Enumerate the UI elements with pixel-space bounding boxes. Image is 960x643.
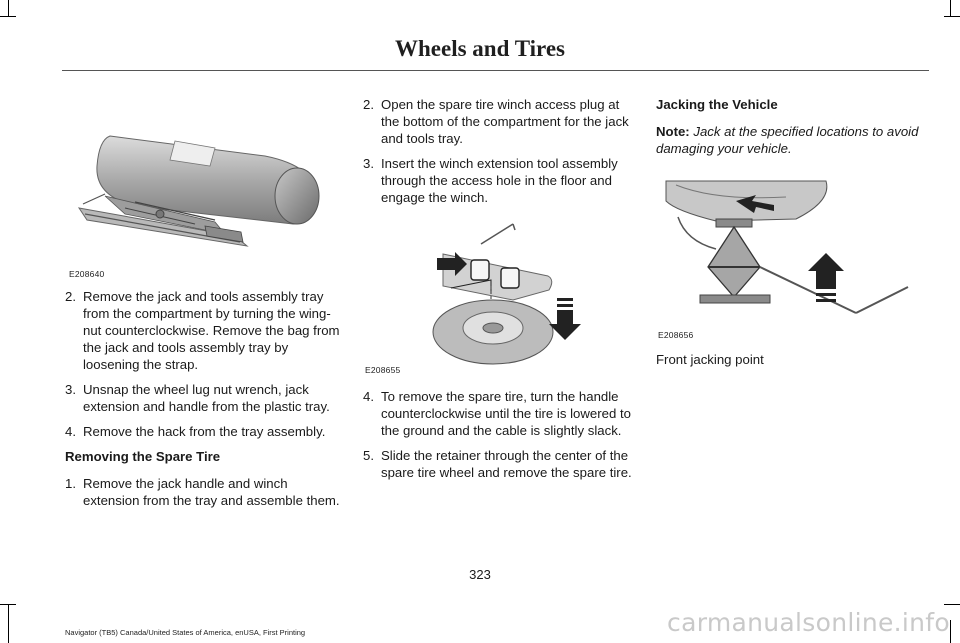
step-list: 2. Remove the jack and tools assembly tra…: [65, 288, 340, 440]
jack-tray-drawing: [77, 135, 320, 247]
crop-mark: [944, 604, 960, 605]
step-list: 4. To remove the spare tire, turn the han…: [363, 388, 635, 481]
step-number: 2.: [65, 289, 76, 304]
watermark: carmanualsonline.info: [667, 608, 950, 637]
step-text: Remove the jack and tools assembly tray …: [83, 289, 340, 372]
crop-mark: [0, 604, 16, 605]
section-subheading: Jacking the Vehicle: [656, 97, 778, 112]
crop-mark: [8, 0, 9, 16]
winch-drawing: [432, 223, 581, 365]
step-text: Unsnap the wheel lug nut wrench, jack ex…: [83, 382, 330, 414]
step-text: To remove the spare tire, turn the handl…: [381, 389, 631, 438]
document-info: Navigator (TB5) Canada/United States of …: [65, 628, 306, 637]
step-text: Open the spare tire winch access plug at…: [381, 97, 629, 146]
step-number: 5.: [363, 448, 374, 463]
step-number: 4.: [363, 389, 374, 404]
step-item: 2. Open the spare tire winch access plug …: [363, 96, 635, 147]
jack-tools-tray-illustration: E208640: [65, 96, 335, 279]
step-number: 3.: [363, 156, 374, 171]
crop-mark: [950, 620, 951, 643]
step-number: 3.: [65, 382, 76, 397]
step-number: 4.: [65, 424, 76, 439]
figure-code: E208655: [365, 365, 401, 375]
step-item: 1. Remove the jack handle and winch exten…: [65, 475, 340, 509]
jack-drawing: [665, 180, 909, 314]
header-divider: [62, 70, 929, 71]
figure-caption: Front jacking point: [656, 352, 764, 367]
step-text: Insert the winch extension tool assembly…: [381, 156, 618, 205]
note-text: Jack at the specified locations to avoid…: [656, 124, 919, 156]
page-title: Wheels and Tires: [395, 36, 565, 61]
spare-tire-winch-illustration: E208655: [363, 214, 633, 378]
figure-code: E208640: [69, 269, 105, 279]
page-number: 323: [469, 567, 491, 582]
note: Note: Jack at the specified locations to…: [656, 123, 931, 157]
crop-mark: [944, 16, 960, 17]
right-column: Jacking the Vehicle Note: Jack at the sp…: [656, 96, 931, 368]
step-item: 5. Slide the retainer through the center …: [363, 447, 635, 481]
crop-mark: [8, 604, 9, 643]
step-text: Slide the retainer through the center of…: [381, 448, 632, 480]
front-jacking-point-illustration: E208656: [656, 171, 926, 341]
step-number: 1.: [65, 476, 76, 491]
left-column: E208640 2. Remove the jack and tools asse…: [65, 96, 340, 517]
step-text: Remove the jack handle and winch extensi…: [83, 476, 340, 508]
step-item: 2. Remove the jack and tools assembly tra…: [65, 288, 340, 373]
step-item: 3. Insert the winch extension tool assemb…: [363, 155, 635, 206]
crop-mark: [0, 16, 16, 17]
note-label: Note:: [656, 124, 690, 139]
step-list: 2. Open the spare tire winch access plug …: [363, 96, 635, 206]
figure-code: E208656: [658, 330, 694, 340]
crop-mark: [950, 0, 951, 16]
section-subheading: Removing the Spare Tire: [65, 449, 221, 464]
step-number: 2.: [363, 97, 374, 112]
step-item: 4. To remove the spare tire, turn the han…: [363, 388, 635, 439]
step-item: 4. Remove the hack from the tray assembly…: [65, 423, 340, 440]
step-list: 1. Remove the jack handle and winch exten…: [65, 475, 340, 509]
step-text: Remove the hack from the tray assembly.: [83, 424, 326, 439]
middle-column: 2. Open the spare tire winch access plug …: [363, 96, 635, 489]
step-item: 3. Unsnap the wheel lug nut wrench, jack …: [65, 381, 340, 415]
